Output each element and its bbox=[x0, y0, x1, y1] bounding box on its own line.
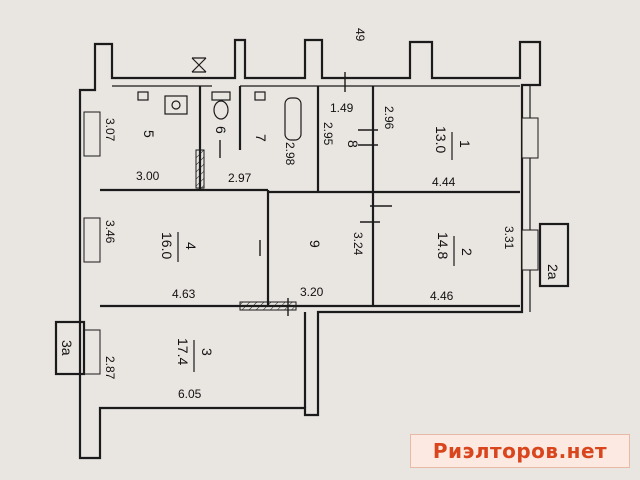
window-right-2 bbox=[521, 229, 539, 271]
room-7-number: 7 bbox=[253, 134, 269, 142]
hatched-wall-2 bbox=[239, 301, 297, 311]
room-4-depth: 3.46 bbox=[103, 220, 117, 244]
room-2-number: 2 bbox=[459, 248, 475, 256]
bathtub-icon bbox=[284, 97, 302, 141]
balcony-2a bbox=[538, 222, 570, 288]
room-9-depth: 3.24 bbox=[351, 232, 365, 256]
room-1-number: 1 bbox=[457, 140, 473, 148]
washbasin-small-icon-2 bbox=[137, 91, 149, 101]
sink-drain-icon bbox=[171, 100, 181, 110]
watermark-logo: Риэлторов.нет bbox=[410, 434, 630, 468]
room-2-area: 14.8 bbox=[435, 232, 451, 259]
room-8-number: 8 bbox=[345, 140, 361, 148]
room-9-width: 3.20 bbox=[300, 285, 324, 299]
room-4-area: 16.0 bbox=[159, 232, 175, 259]
room-2-width: 4.46 bbox=[430, 289, 454, 303]
room-2-depth: 3.31 bbox=[502, 226, 516, 250]
outer-wall bbox=[78, 38, 542, 460]
balcony-3a-label: 3а bbox=[59, 340, 75, 356]
sink-icon bbox=[164, 95, 188, 115]
washbasin-small-icon bbox=[254, 91, 266, 101]
room-4-width: 4.63 bbox=[172, 287, 196, 301]
room-7-depth: 2.98 bbox=[283, 142, 297, 166]
room-3-area: 17.4 bbox=[175, 338, 191, 365]
room-5-width: 3.00 bbox=[136, 169, 160, 183]
window-left-3 bbox=[83, 329, 101, 375]
room-7-width: 2.97 bbox=[228, 171, 252, 185]
room-5-depth: 3.07 bbox=[103, 118, 117, 142]
room-1-depth: 2.96 bbox=[382, 106, 396, 130]
room-1-area: 13.0 bbox=[433, 126, 449, 153]
toilet-tank-icon bbox=[211, 91, 231, 101]
room-9-number: 9 bbox=[307, 240, 323, 248]
balcony-3a bbox=[54, 320, 86, 376]
window-left-2 bbox=[83, 217, 101, 263]
window-right-1 bbox=[521, 117, 539, 159]
room-3-width: 6.05 bbox=[178, 387, 202, 401]
balcony-2a-label: 2а bbox=[545, 264, 561, 280]
room-3-number: 3 bbox=[199, 348, 215, 356]
room-3-depth: 2.87 bbox=[103, 356, 117, 380]
window-left-1 bbox=[83, 111, 101, 157]
room-6-number: 6 bbox=[213, 126, 229, 134]
sheet-number: 49 bbox=[353, 28, 367, 42]
room-8-width: 1.49 bbox=[330, 101, 354, 115]
vent-icon bbox=[191, 57, 207, 73]
room-4-number: 4 bbox=[183, 242, 199, 250]
room-5-number: 5 bbox=[141, 130, 157, 138]
room-1-width: 4.44 bbox=[432, 175, 456, 189]
hatched-wall-1 bbox=[195, 149, 205, 189]
room-8-depth: 2.95 bbox=[321, 122, 335, 146]
toilet-bowl-icon bbox=[213, 100, 229, 120]
